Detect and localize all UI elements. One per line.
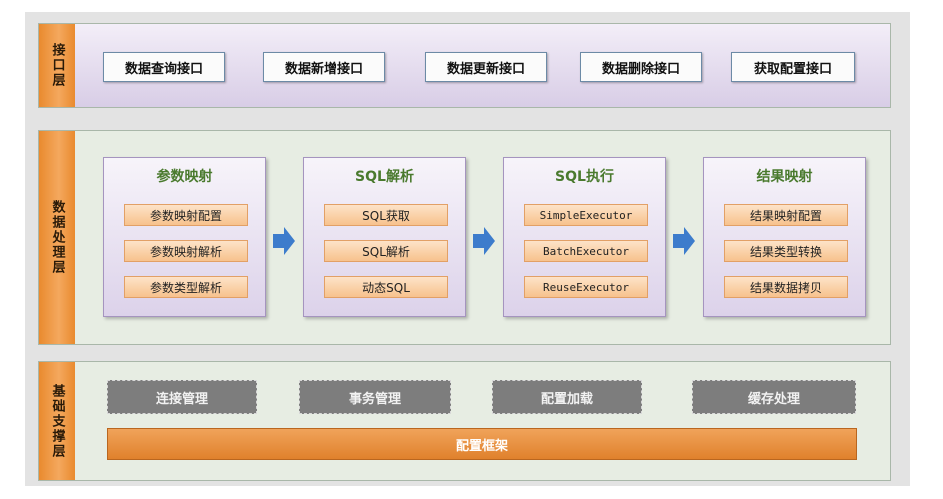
sql-parsing-module: SQL解析 SQL获取 SQL解析 动态SQL	[303, 157, 466, 317]
flow-arrow-icon	[273, 227, 295, 255]
processing-layer-label: 数据处理层	[39, 131, 76, 344]
module-title: SQL解析	[355, 169, 414, 185]
processing-layer-body: 参数映射 参数映射配置 参数映射解析 参数类型解析 SQL解析 SQL获取 SQ…	[75, 131, 890, 344]
module-title: SQL执行	[555, 169, 614, 185]
interface-layer-label: 接口层	[39, 24, 76, 107]
foundation-layer-label: 基础支撑层	[39, 362, 76, 480]
module-item: 结果映射配置	[724, 204, 848, 226]
transaction-management-box: 事务管理	[299, 380, 451, 414]
config-loading-box: 配置加载	[492, 380, 642, 414]
insert-interface-box: 数据新增接口	[263, 52, 385, 82]
foundation-layer-label-text: 基础支撑层	[49, 383, 65, 459]
module-item: 结果数据拷贝	[724, 276, 848, 298]
flow-arrow-icon	[673, 227, 695, 255]
module-item: ReuseExecutor	[524, 276, 648, 298]
processing-layer: 数据处理层 参数映射 参数映射配置 参数映射解析 参数类型解析 SQL解析 SQ…	[38, 130, 891, 345]
connection-management-box: 连接管理	[107, 380, 257, 414]
module-item: 结果类型转换	[724, 240, 848, 262]
interface-layer-body: 数据查询接口 数据新增接口 数据更新接口 数据删除接口 获取配置接口	[75, 24, 890, 107]
interface-layer: 接口层 数据查询接口 数据新增接口 数据更新接口 数据删除接口 获取配置接口	[38, 23, 891, 108]
cache-handling-box: 缓存处理	[692, 380, 856, 414]
module-title: 结果映射	[756, 169, 813, 185]
module-item: BatchExecutor	[524, 240, 648, 262]
module-item: SQL获取	[324, 204, 448, 226]
module-item: 参数映射配置	[124, 204, 248, 226]
module-title: 参数映射	[156, 169, 213, 185]
delete-interface-box: 数据删除接口	[580, 52, 702, 82]
update-interface-box: 数据更新接口	[425, 52, 547, 82]
query-interface-box: 数据查询接口	[103, 52, 225, 82]
module-item: 动态SQL	[324, 276, 448, 298]
parameter-mapping-module: 参数映射 参数映射配置 参数映射解析 参数类型解析	[103, 157, 266, 317]
architecture-diagram: 接口层 数据查询接口 数据新增接口 数据更新接口 数据删除接口 获取配置接口 数…	[25, 12, 910, 486]
module-item: SimpleExecutor	[524, 204, 648, 226]
foundation-layer-body: 连接管理 事务管理 配置加载 缓存处理 配置框架	[75, 362, 890, 480]
interface-layer-label-text: 接口层	[49, 43, 65, 88]
config-interface-box: 获取配置接口	[731, 52, 855, 82]
config-framework-bar: 配置框架	[107, 428, 857, 460]
module-item: SQL解析	[324, 240, 448, 262]
foundation-layer: 基础支撑层 连接管理 事务管理 配置加载 缓存处理 配置框架	[38, 361, 891, 481]
processing-layer-label-text: 数据处理层	[49, 200, 65, 275]
result-mapping-module: 结果映射 结果映射配置 结果类型转换 结果数据拷贝	[703, 157, 866, 317]
module-item: 参数映射解析	[124, 240, 248, 262]
sql-execution-module: SQL执行 SimpleExecutor BatchExecutor Reuse…	[503, 157, 666, 317]
module-item: 参数类型解析	[124, 276, 248, 298]
flow-arrow-icon	[473, 227, 495, 255]
